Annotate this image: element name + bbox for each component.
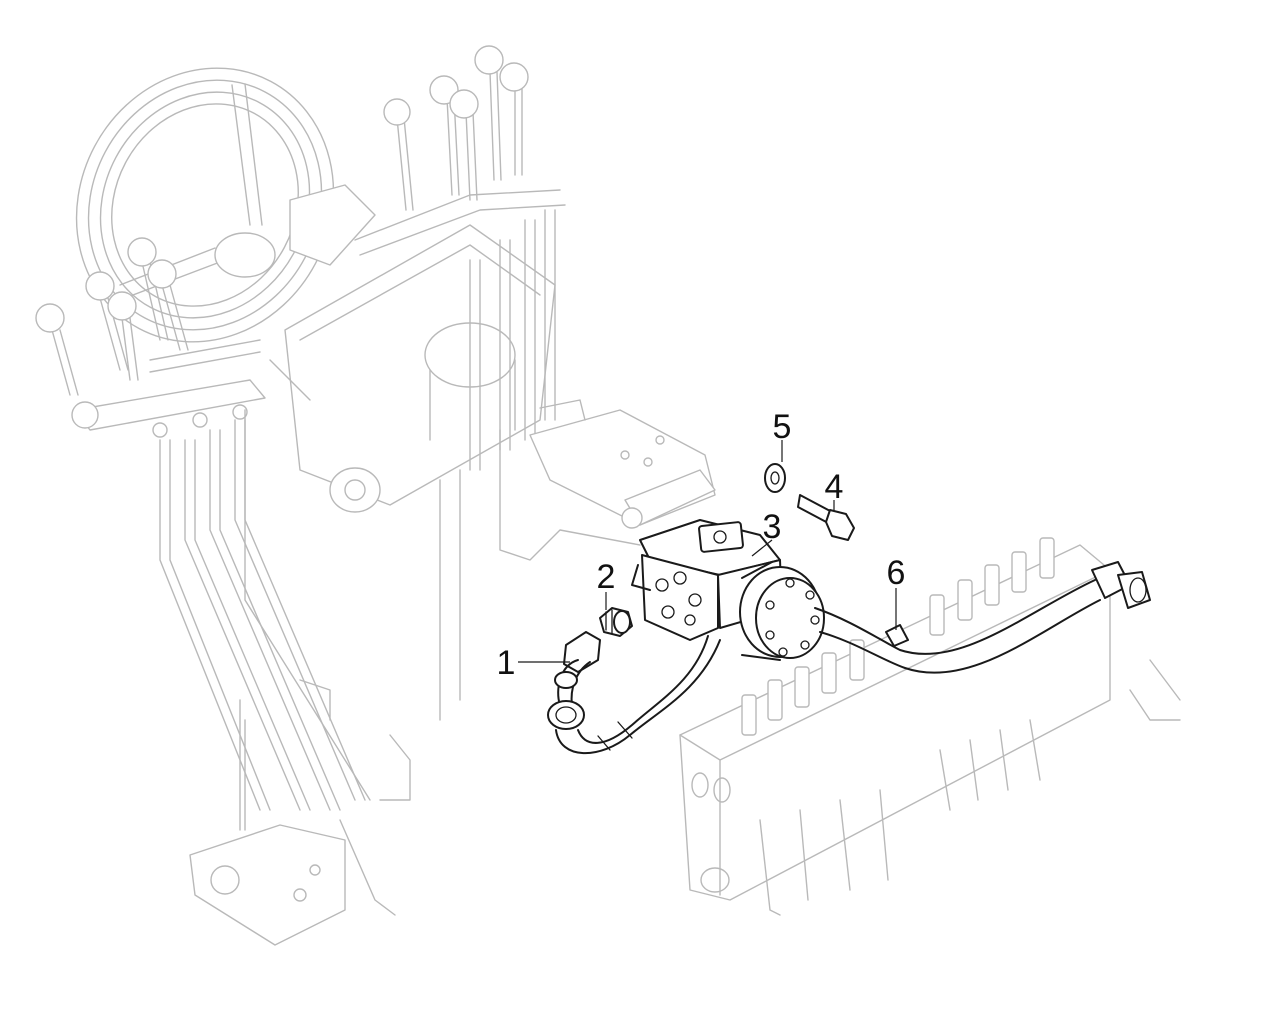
hydraulic-hose-lower <box>555 635 721 755</box>
valve-handles <box>759 659 1181 916</box>
valve-spools <box>741 537 1055 736</box>
callout-3: 3 <box>763 508 782 546</box>
callout-labels: 1 2 3 4 5 6 <box>497 408 906 682</box>
control-levers-upper <box>383 45 529 211</box>
elbow-fitting-part-1 <box>547 631 601 730</box>
left-lever-bank <box>71 339 266 438</box>
pressure-line-part-6 <box>814 561 1151 674</box>
callout-5: 5 <box>773 408 792 446</box>
leader-lines <box>518 440 897 663</box>
column-tube <box>499 399 716 561</box>
adapter-fitting-part-2 <box>599 607 633 637</box>
column-housing <box>269 184 566 513</box>
callout-2: 2 <box>597 558 616 596</box>
background-steering-column-assembly <box>35 45 1181 946</box>
bolt-part-4 <box>797 494 855 541</box>
highlighted-parts <box>547 463 1151 755</box>
washer-part-5 <box>764 463 786 493</box>
callout-6: 6 <box>887 554 906 592</box>
mounting-bracket <box>189 679 411 946</box>
linkage-rods <box>159 209 556 811</box>
callout-4: 4 <box>825 468 844 506</box>
steering-unit-part-3 <box>631 519 825 661</box>
steering-wheel <box>75 67 335 343</box>
control-levers-left <box>35 237 189 396</box>
callout-1: 1 <box>497 644 516 682</box>
hydraulic-valve-bank <box>679 537 1181 916</box>
